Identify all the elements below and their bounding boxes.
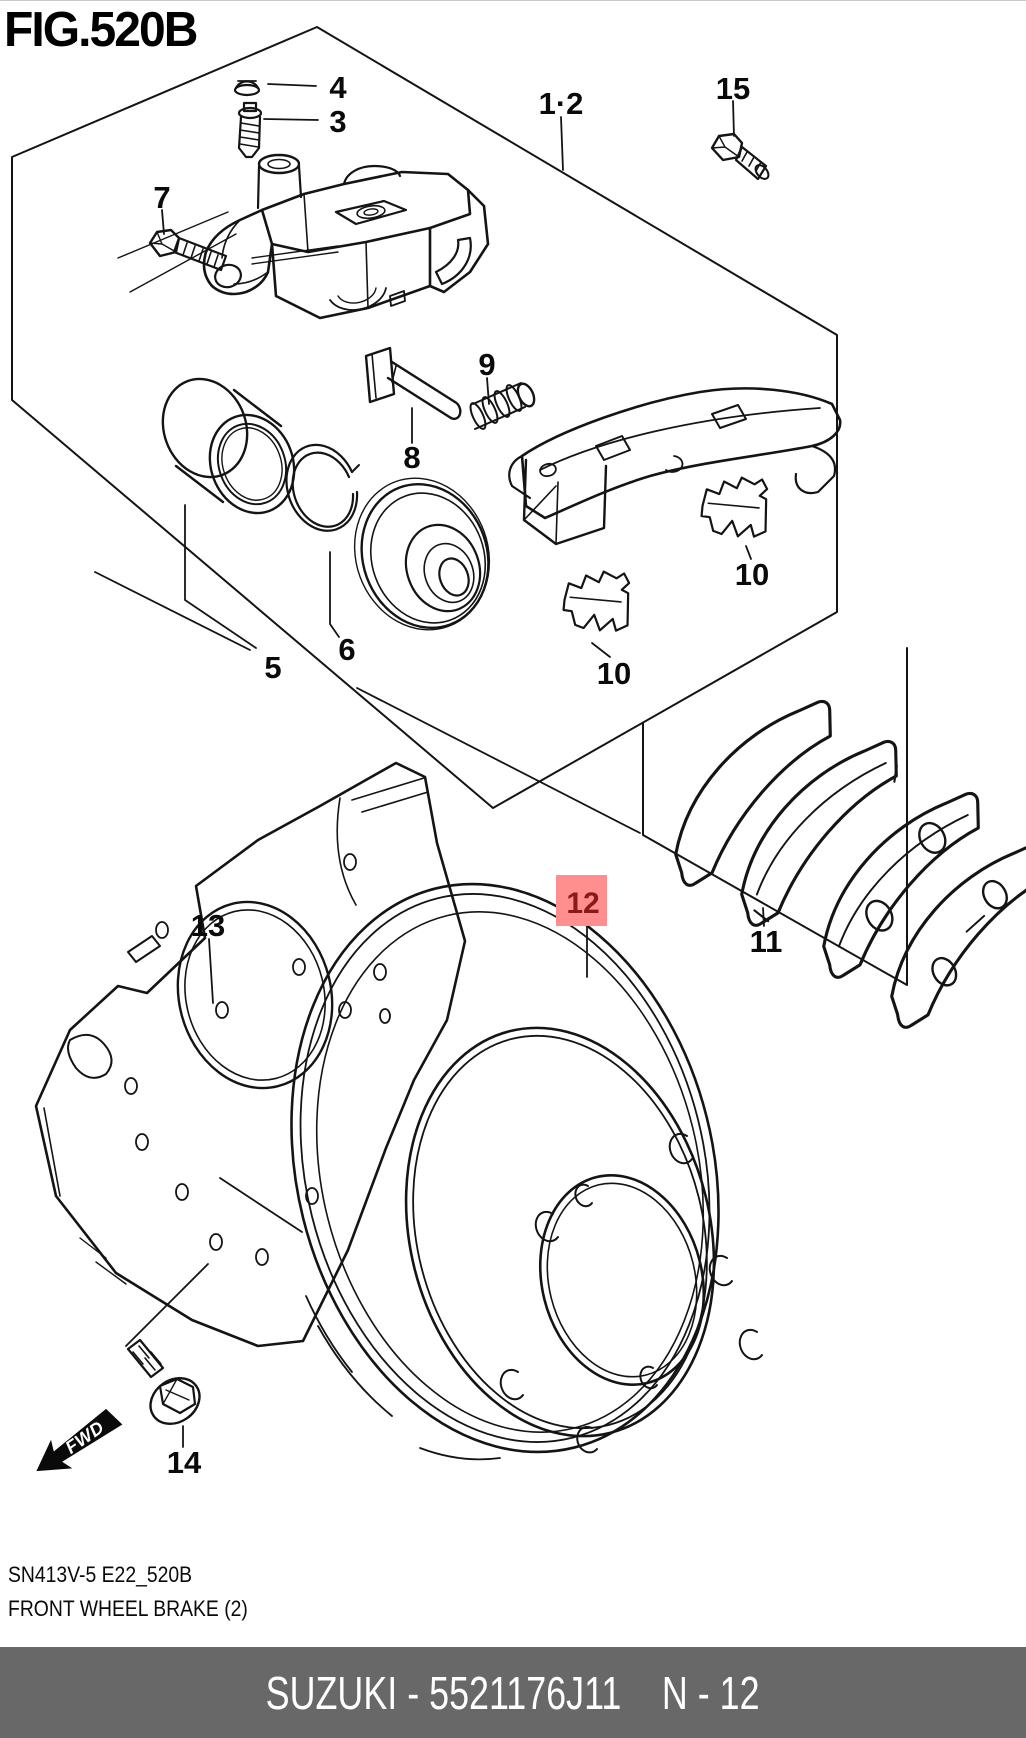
figure-code-block: SN413V-5 E22_520B FRONT WHEEL BRAKE (2) xyxy=(8,1558,248,1626)
callout-11[interactable]: 11 xyxy=(750,924,783,959)
callout-13[interactable]: 13 xyxy=(191,908,225,943)
callout-4[interactable]: 4 xyxy=(329,70,347,105)
shield-bolt-drawing xyxy=(125,1263,209,1425)
construction-bracket-lines xyxy=(94,211,641,834)
fwd-arrow: FWD xyxy=(36,1408,123,1472)
dust-shield-drawing xyxy=(34,761,467,1348)
figure-system-code: SN413V-5 E22_520B xyxy=(8,1562,193,1587)
pad-retainer-clip-lower-drawing xyxy=(558,568,636,637)
callout-5[interactable]: 5 xyxy=(264,650,281,685)
caliper-carrier-drawing xyxy=(508,387,842,546)
leader-line-11 xyxy=(762,907,765,927)
leader-line-10-lower xyxy=(591,642,611,658)
leader-line-3 xyxy=(263,118,319,121)
callout-15[interactable]: 15 xyxy=(716,71,750,106)
window-top-edge xyxy=(0,0,1026,1)
leader-line-15 xyxy=(732,100,735,137)
callout-14[interactable]: 14 xyxy=(167,1445,202,1480)
leader-line-5 xyxy=(184,504,257,649)
bleeder-screw-drawing xyxy=(237,101,263,159)
leader-line-6 xyxy=(329,551,340,638)
brake-pads-drawing xyxy=(642,697,1026,1031)
caliper-pin-bolt-drawing xyxy=(148,228,228,272)
piston-seal-ring-drawing xyxy=(285,443,360,532)
brake-disc-drawing xyxy=(290,882,763,1461)
caliper-piston-drawing xyxy=(161,377,296,515)
footer-page-ref: N - 12 xyxy=(662,1666,760,1719)
callout-7[interactable]: 7 xyxy=(153,180,170,215)
callout-12[interactable]: 12 xyxy=(566,887,599,920)
bleeder-cap-drawing xyxy=(233,80,261,97)
carrier-bolt-drawing xyxy=(710,132,770,181)
caliper-slide-pin-drawing xyxy=(364,346,462,421)
callout-9[interactable]: 9 xyxy=(478,347,495,382)
leader-line-9 xyxy=(486,377,490,405)
footer-bar: SUZUKI - 5521176J11 N - 12 xyxy=(0,1647,1026,1738)
callout-10-lower[interactable]: 10 xyxy=(597,656,631,691)
callout-10-upper[interactable]: 10 xyxy=(735,557,769,592)
leader-line-4 xyxy=(267,83,317,87)
construction-outline-caliper-group xyxy=(11,26,838,809)
pad-retainer-clip-upper-drawing xyxy=(696,474,774,543)
construction-outline-pads-group xyxy=(642,647,908,986)
figure-caption: FRONT WHEEL BRAKE (2) xyxy=(8,1596,248,1621)
callout-12-highlight-box[interactable] xyxy=(556,875,607,926)
figure-title: FIG.520B xyxy=(4,3,198,57)
leader-line-7 xyxy=(161,209,165,235)
piston-boot-drawing xyxy=(353,477,491,631)
leader-line-13 xyxy=(208,938,214,1004)
leader-line-10-upper xyxy=(745,545,752,560)
callout-3[interactable]: 3 xyxy=(329,104,346,139)
callout-6[interactable]: 6 xyxy=(338,632,355,667)
callout-labels: 4 3 7 1·2 15 9 8 5 6 10 10 11 13 14 xyxy=(153,70,782,1480)
leader-line-1-2 xyxy=(560,116,564,171)
callout-1-2[interactable]: 1·2 xyxy=(539,86,584,121)
leader-lines xyxy=(161,83,765,1448)
footer-part-number: SUZUKI - 5521176J11 xyxy=(266,1666,622,1719)
brake-caliper-drawing xyxy=(202,153,490,320)
callout-8[interactable]: 8 xyxy=(403,440,420,475)
slide-pin-boot-drawing xyxy=(469,382,536,430)
fwd-arrow-shape xyxy=(36,1408,123,1472)
footer-text: SUZUKI - 5521176J11 N - 12 xyxy=(266,1666,760,1720)
highlighted-callout-12[interactable]: 12 xyxy=(556,875,607,926)
